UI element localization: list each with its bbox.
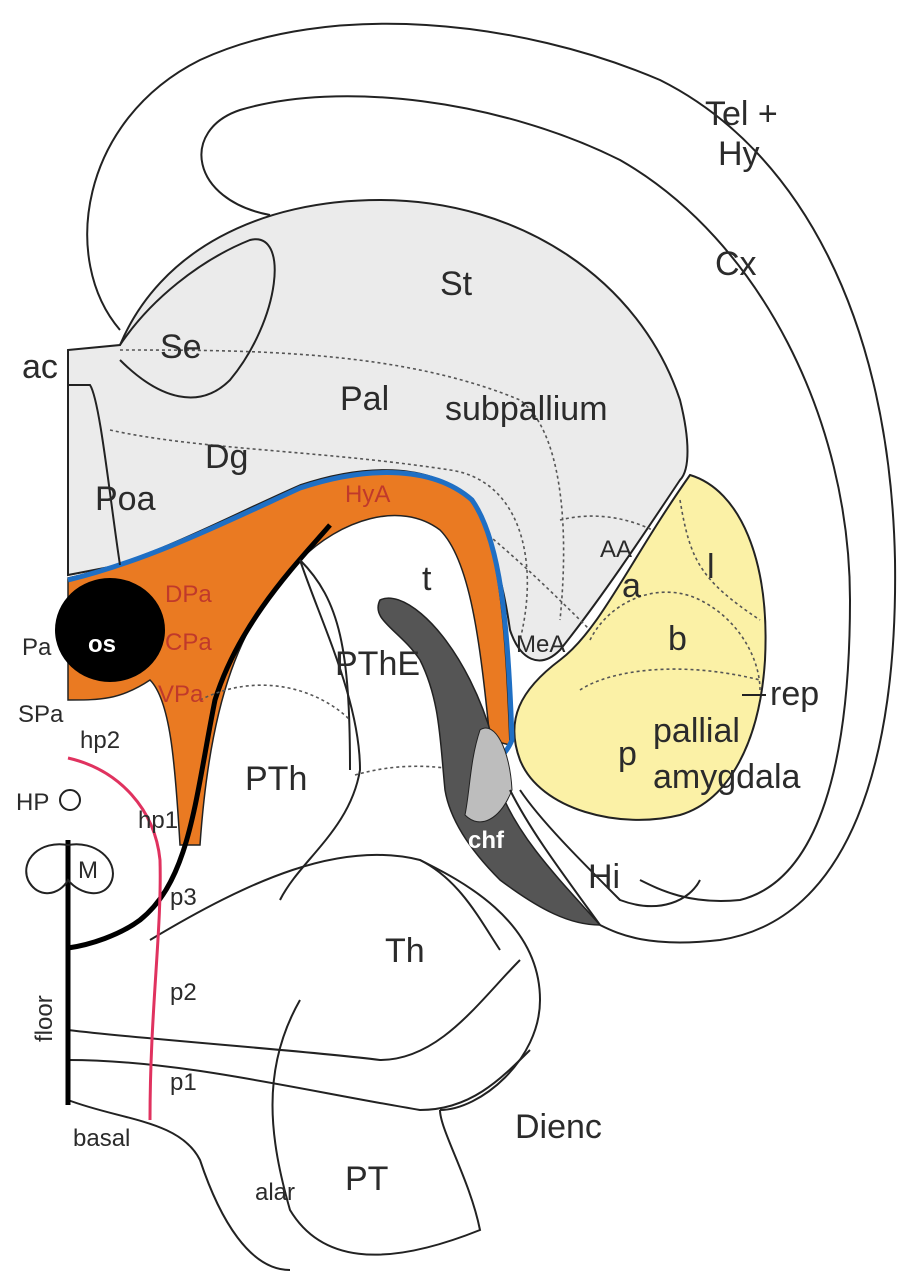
label-st: St [440,265,473,303]
pthe-dotted [200,685,350,720]
th-outline [420,860,540,1110]
label-p2: p2 [170,979,197,1006]
pt-outline [273,1000,481,1255]
label-m: M [78,857,98,884]
label-th: Th [385,932,425,970]
label-amygdala: amygdala [653,758,801,796]
label-rep: rep [770,675,819,713]
label-se: Se [160,328,202,366]
p3-outline [150,855,500,950]
label-b: b [668,620,687,658]
label-l: l [707,548,715,586]
label-t: t [422,560,432,598]
label-cx: Cx [715,245,757,283]
label-floor: floor [31,995,58,1042]
label-pthe: PThE [335,645,420,683]
label-tel-hy-line1: Tel + [705,95,778,133]
label-hp1: hp1 [138,807,178,834]
pth-lower-dotted [355,766,445,775]
label-spa: SPa [18,701,64,728]
label-chf: chf [468,827,505,854]
label-pt: PT [345,1160,388,1198]
label-tel-hy-line2: Hy [718,135,760,173]
pth-outline [280,560,360,900]
label-mea: MeA [516,631,565,658]
label-dg: Dg [205,438,248,476]
label-pal: Pal [340,380,389,418]
label-a: a [622,567,641,605]
label-pallial: pallial [653,712,740,750]
label-os: os [88,631,116,658]
label-pa: Pa [22,634,52,661]
hp-circle-icon [60,790,80,810]
label-p3: p3 [170,884,197,911]
label-hp2: hp2 [80,727,120,754]
label-hya: HyA [345,481,390,508]
label-cpa: CPa [165,629,212,656]
label-alar: alar [255,1179,295,1206]
optic-stalk-blob [55,578,165,682]
label-vpa: VPa [158,681,204,708]
label-subpallium: subpallium [445,390,608,428]
label-hi: Hi [588,858,620,896]
label-aa: AA [600,536,632,563]
label-pth: PTh [245,760,307,798]
label-dpa: DPa [165,581,212,608]
label-p: p [618,735,637,773]
label-basal: basal [73,1125,130,1152]
label-ac: ac [22,348,58,386]
label-p1: p1 [170,1069,197,1096]
p1-outline [68,1050,530,1110]
label-hp: HP [16,789,49,816]
label-dienc: Dienc [515,1108,602,1146]
label-poa: Poa [95,480,156,518]
